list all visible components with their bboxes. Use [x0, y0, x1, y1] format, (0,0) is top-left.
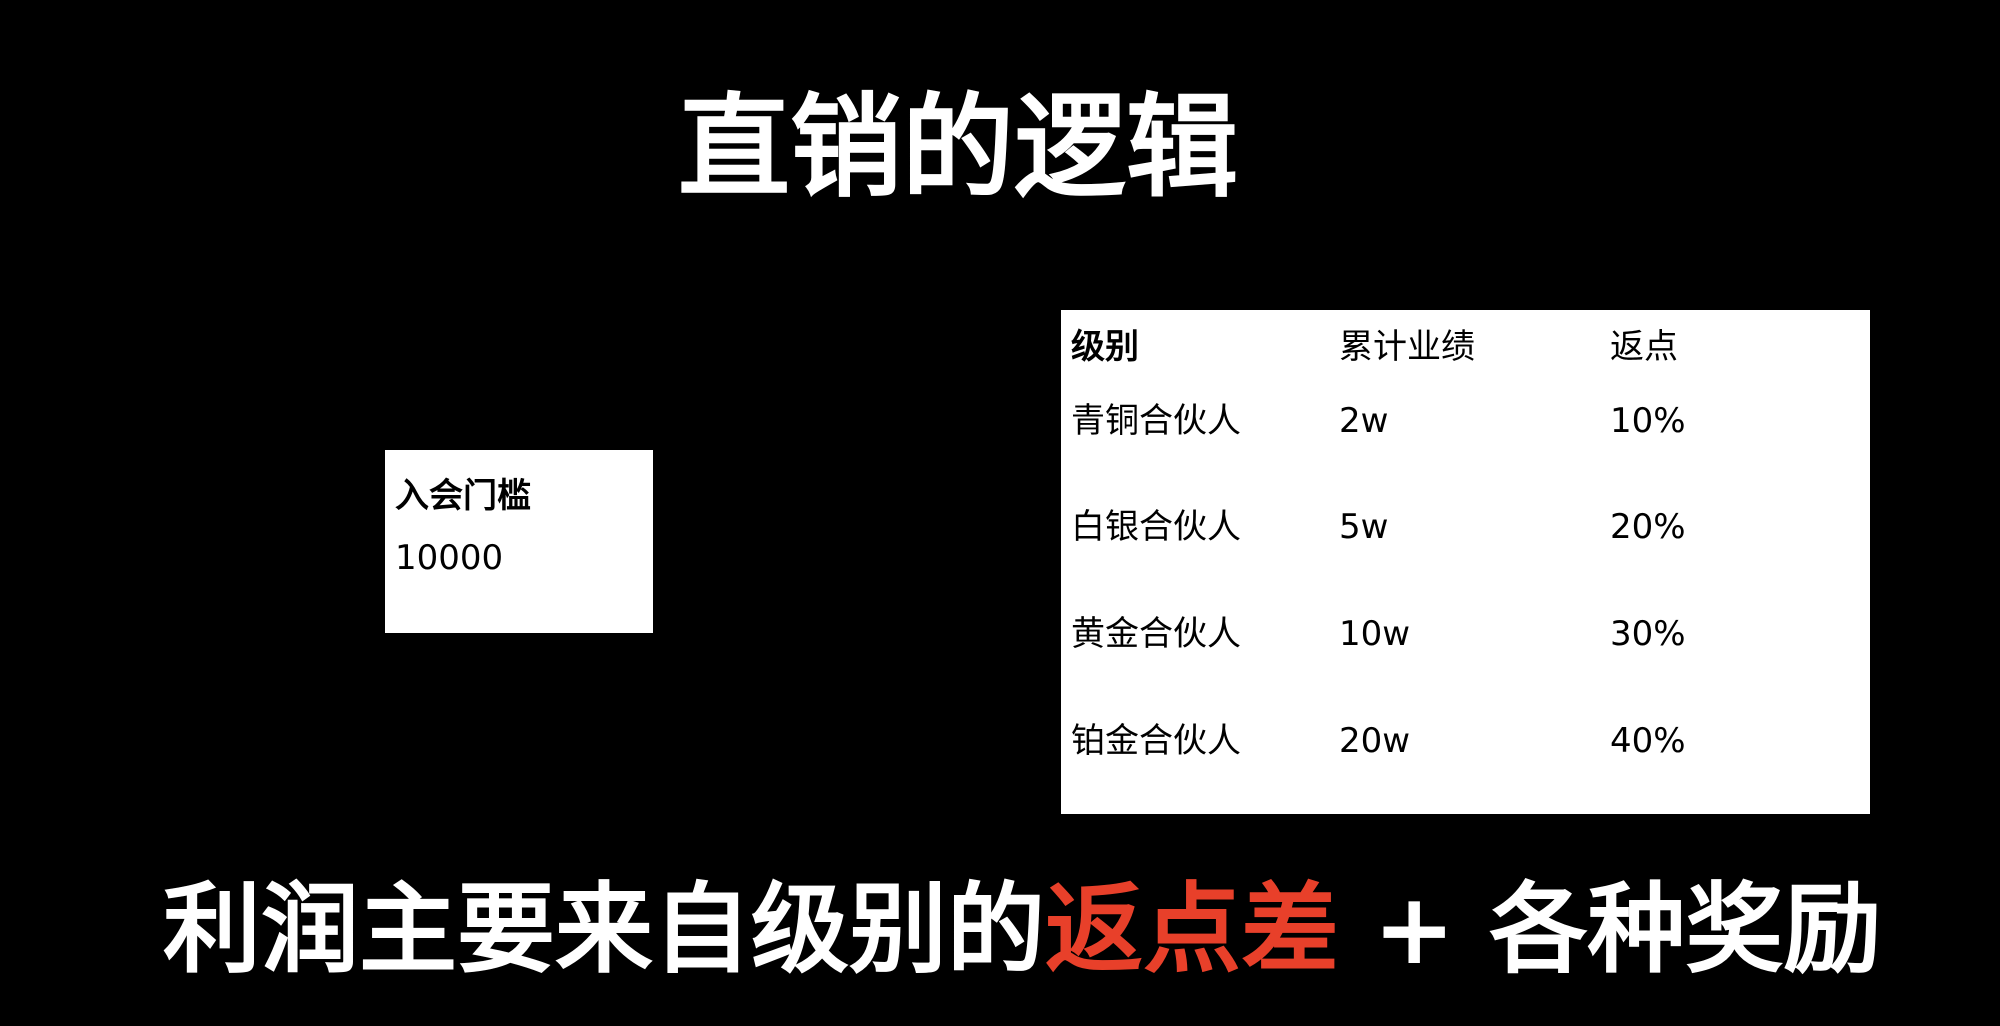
table-cell: 20% — [1610, 507, 1686, 547]
entry-threshold-box: 入会门槛 10000 — [385, 450, 653, 633]
conclusion-suffix: + 各种奖励 — [1339, 873, 1882, 987]
table-cell: 白银合伙人 — [1071, 507, 1241, 547]
header-rebate: 返点 — [1610, 327, 1678, 367]
header-performance: 累计业绩 — [1339, 327, 1475, 367]
header-level: 级别 — [1071, 327, 1139, 367]
entry-threshold-value: 10000 — [395, 538, 504, 578]
table-cell: 铂金合伙人 — [1071, 721, 1241, 761]
table-cell: 40% — [1610, 721, 1686, 761]
slide-title: 直销的逻辑 — [678, 83, 1238, 213]
table-cell: 2w — [1339, 401, 1389, 441]
conclusion-highlight: 返点差 — [1045, 873, 1340, 987]
conclusion-prefix: 利润主要来自级别的 — [163, 873, 1046, 987]
table-cell: 青铜合伙人 — [1071, 401, 1241, 441]
entry-threshold-label: 入会门槛 — [395, 476, 531, 516]
conclusion-text: 利润主要来自级别的返点差 + 各种奖励 — [163, 880, 1881, 980]
table-cell: 30% — [1610, 614, 1686, 654]
level-table: 级别 累计业绩 返点 青铜合伙人 2w 10% 白银合伙人 5w 20% 黄金合… — [1061, 310, 1870, 814]
table-cell: 黄金合伙人 — [1071, 614, 1241, 654]
table-cell: 10% — [1610, 401, 1686, 441]
table-cell: 10w — [1339, 614, 1411, 654]
table-cell: 20w — [1339, 721, 1411, 761]
table-cell: 5w — [1339, 507, 1389, 547]
